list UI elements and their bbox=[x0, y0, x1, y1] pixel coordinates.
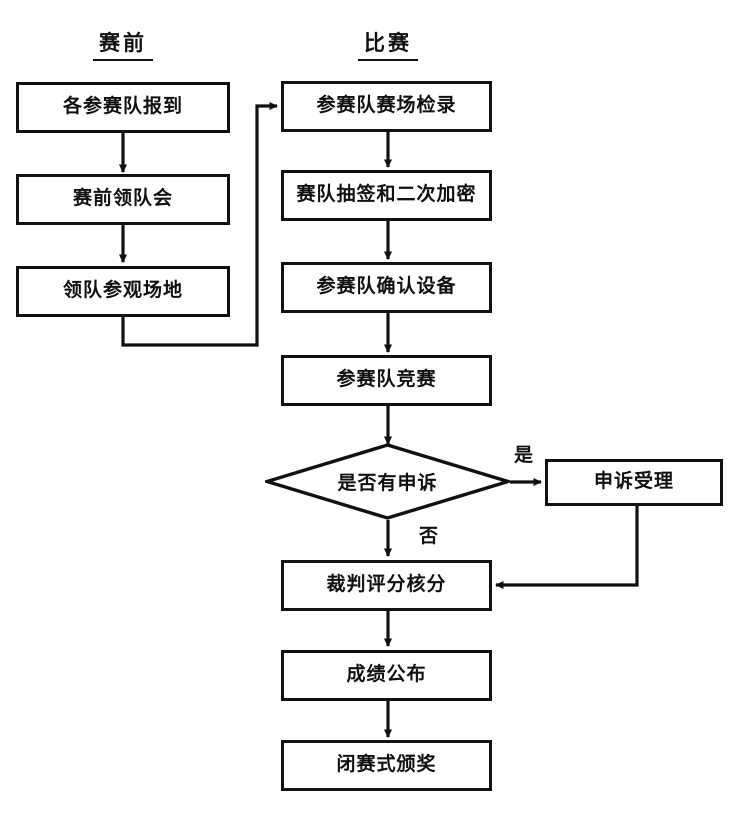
section-header-competition-label: 比赛 bbox=[358, 27, 418, 61]
node-appeal-decision[interactable]: 是否有申诉 bbox=[265, 443, 510, 520]
node-pre-competition-leader-meeting[interactable]: 赛前领队会 bbox=[16, 174, 230, 225]
node-venue-check-in-label: 参赛队赛场检录 bbox=[316, 95, 457, 117]
edge-label-no: 否 bbox=[419, 526, 439, 547]
node-appeal-decision-label: 是否有申诉 bbox=[337, 473, 438, 494]
diamond-shape-icon bbox=[265, 443, 510, 520]
node-team-competition[interactable]: 参赛队竞赛 bbox=[281, 355, 492, 406]
section-header-competition: 比赛 bbox=[328, 27, 448, 61]
node-results-announcement-label: 成绩公布 bbox=[346, 664, 427, 686]
node-judge-scoring[interactable]: 裁判评分核分 bbox=[281, 560, 492, 611]
edge-n9-n10 bbox=[494, 506, 639, 590]
edge-n3-n4 bbox=[121, 101, 279, 347]
node-pre-competition-leader-meeting-label: 赛前领队会 bbox=[72, 188, 173, 210]
node-draw-and-encryption-label: 赛队抽签和二次加密 bbox=[296, 184, 477, 206]
section-header-pre-competition: 赛前 bbox=[63, 27, 183, 61]
section-header-pre-competition-label: 赛前 bbox=[93, 27, 153, 61]
node-appeal-handling-label: 申诉受理 bbox=[593, 471, 674, 493]
node-draw-and-encryption[interactable]: 赛队抽签和二次加密 bbox=[281, 170, 492, 221]
node-team-competition-label: 参赛队竞赛 bbox=[336, 369, 437, 391]
node-team-registration-label: 各参赛队报到 bbox=[62, 96, 183, 118]
edge-label-yes: 是 bbox=[514, 445, 534, 466]
node-venue-check-in[interactable]: 参赛队赛场检录 bbox=[281, 81, 492, 132]
node-judge-scoring-label: 裁判评分核分 bbox=[326, 574, 447, 596]
node-closing-ceremony[interactable]: 闭赛式颁奖 bbox=[281, 740, 492, 791]
node-leader-venue-tour[interactable]: 领队参观场地 bbox=[16, 266, 230, 317]
node-equipment-confirmation[interactable]: 参赛队确认设备 bbox=[281, 262, 492, 313]
node-equipment-confirmation-label: 参赛队确认设备 bbox=[316, 276, 457, 298]
node-leader-venue-tour-label: 领队参观场地 bbox=[62, 280, 183, 302]
node-team-registration[interactable]: 各参赛队报到 bbox=[16, 82, 230, 133]
node-results-announcement[interactable]: 成绩公布 bbox=[281, 650, 492, 701]
node-closing-ceremony-label: 闭赛式颁奖 bbox=[336, 754, 437, 776]
node-appeal-handling[interactable]: 申诉受理 bbox=[545, 459, 723, 506]
